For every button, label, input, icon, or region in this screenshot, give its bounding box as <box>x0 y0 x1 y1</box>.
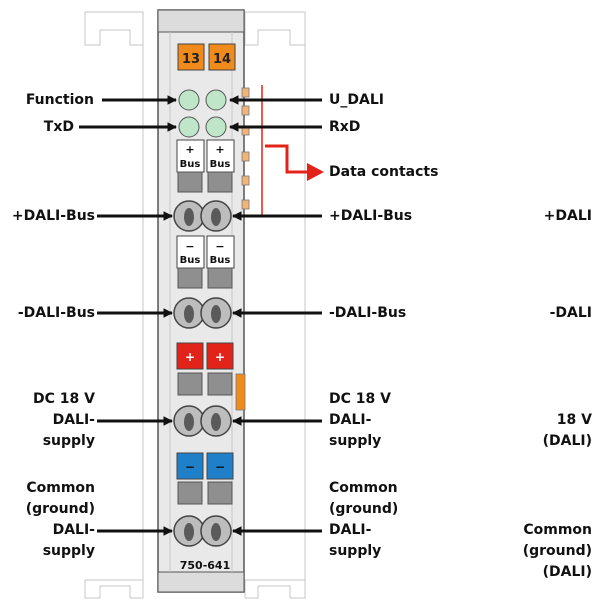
dc-supply-right-line-1: DC 18 V <box>329 391 391 407</box>
dc-supply-clamps <box>173 405 232 437</box>
minus-dali-bus-clamps <box>173 297 232 329</box>
minus-sign-left: − <box>185 240 194 253</box>
common-far-line-2: (ground) <box>522 543 592 559</box>
dc-supply-left-line-1: DC 18 V <box>33 391 95 407</box>
common-supply-clamps <box>173 515 232 547</box>
u-dali-label: U_DALI <box>329 92 384 108</box>
common-right-line-3: DALI- <box>329 522 372 538</box>
data-contacts-label: Data contacts <box>329 164 439 180</box>
u-dali-led <box>205 89 227 111</box>
io-module <box>157 9 250 593</box>
power-jumper-contact <box>235 373 246 411</box>
rxd-label: RxD <box>329 119 361 135</box>
terminal-14-number: 14 <box>213 52 231 67</box>
plus-sign-left: + <box>185 143 194 156</box>
common-right-line-4: supply <box>329 543 382 559</box>
dc-far-line-1: 18 V <box>556 412 592 428</box>
function-led <box>178 89 200 111</box>
dc-supply-label-left: DC 18 V DALI- supply <box>33 389 95 452</box>
plus-dali-bus-label-left: +DALI-Bus <box>11 208 95 224</box>
common-right-line-2: (ground) <box>329 501 399 517</box>
plus-dali-label-far: +DALI <box>543 208 592 224</box>
common-label-far: Common (ground) (DALI) <box>523 520 592 583</box>
terminal-13-number: 13 <box>182 52 200 67</box>
common-supply-label-left: Common (ground) DALI- supply <box>26 478 95 562</box>
dc-far-line-2: (DALI) <box>542 433 592 449</box>
red-plus-right: + <box>215 350 225 364</box>
data-contacts-arrow <box>261 85 324 215</box>
plus-bus-marker-left <box>176 139 205 173</box>
red-plus-left: + <box>185 350 195 364</box>
bus-label-right: Bus <box>210 159 231 170</box>
common-left-line-1: Common <box>26 480 95 496</box>
blue-minus-right: − <box>215 460 225 474</box>
red-marker-right <box>206 342 234 370</box>
terminal-13-tag <box>177 43 205 71</box>
common-right-line-1: Common <box>329 480 398 496</box>
data-contacts <box>241 87 250 210</box>
dc-supply-right-line-3: supply <box>329 433 382 449</box>
minus-dali-bus-label-right: -DALI-Bus <box>329 305 407 321</box>
plus-sign-right: + <box>215 143 224 156</box>
common-far-line-3: (DALI) <box>542 564 592 580</box>
part-number: 750-641 <box>180 559 231 572</box>
dc-supply-left-line-2: DALI- <box>52 412 95 428</box>
dc-supply-label-right: DC 18 V DALI- supply <box>329 389 391 452</box>
minus-bus-label-right: Bus <box>210 255 231 266</box>
minus-dali-label-far: -DALI <box>549 305 592 321</box>
blue-minus-left: − <box>185 460 195 474</box>
bus-label-left: Bus <box>180 159 201 170</box>
minus-bus-label-left: Bus <box>180 255 201 266</box>
dc-supply-right-line-2: DALI- <box>329 412 372 428</box>
txd-label: TxD <box>43 119 74 135</box>
red-marker-left <box>176 342 204 370</box>
common-supply-label-right: Common (ground) DALI- supply <box>329 478 398 562</box>
minus-sign-right: − <box>215 240 224 253</box>
dc-label-far: 18 V (DALI) <box>543 410 592 452</box>
function-label: Function <box>25 92 94 108</box>
terminal-14-tag <box>208 43 236 71</box>
left-arrows <box>79 95 177 536</box>
minus-bus-marker-right <box>206 235 235 269</box>
rxd-led <box>205 116 227 138</box>
minus-dali-bus-label-left: -DALI-Bus <box>17 305 95 321</box>
blue-marker-left <box>176 452 204 480</box>
common-left-line-2: (ground) <box>25 501 95 517</box>
right-arrows <box>229 95 322 536</box>
common-left-line-3: DALI- <box>52 522 95 538</box>
txd-led <box>178 116 200 138</box>
common-left-line-4: supply <box>42 543 95 559</box>
blue-marker-right <box>206 452 234 480</box>
common-far-line-1: Common <box>523 522 592 538</box>
plus-dali-bus-label-right: +DALI-Bus <box>329 208 413 224</box>
dc-supply-left-line-3: supply <box>42 433 95 449</box>
plus-dali-bus-clamps <box>173 200 232 232</box>
